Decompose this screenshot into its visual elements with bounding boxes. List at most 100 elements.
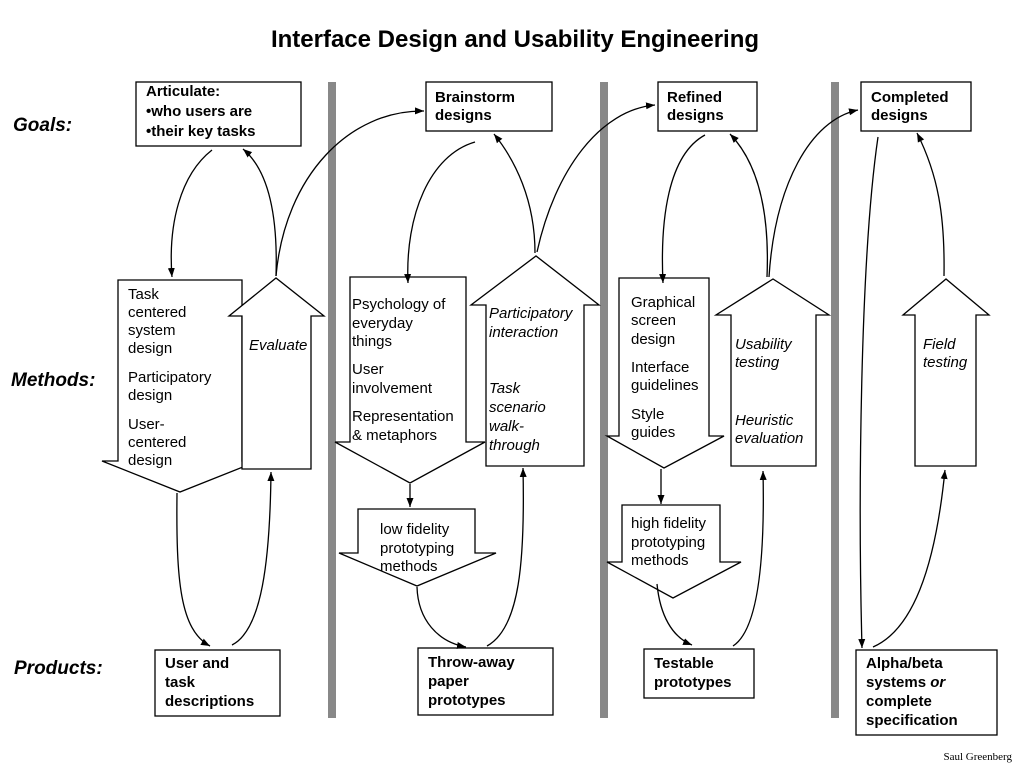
method-item-text: Participatory (128, 369, 212, 386)
method-item-text: design (128, 452, 172, 469)
product-testable-box: Testable prototypes (643, 648, 755, 699)
product-alpha-beta-line: systems (866, 674, 930, 691)
method-item-text: screen (631, 312, 676, 329)
goal-brainstorm-line: Brainstorm (435, 89, 515, 106)
method-item-text: Task (128, 286, 159, 303)
method-item-text: design (128, 387, 172, 404)
method-item-text: things (352, 333, 392, 350)
methods-row-label: Methods: (11, 370, 95, 391)
method-col4-up-arrow: Field testing (901, 278, 991, 467)
method-item-text: high fidelity (631, 515, 707, 532)
method-item-text: through (489, 437, 540, 454)
flow-arrow (167, 149, 213, 278)
product-user-task-line: descriptions (165, 693, 254, 710)
product-alpha-beta-line: systems or (866, 674, 946, 691)
method-col3-hifi-arrow: high fidelity prototyping methods (606, 504, 742, 599)
product-alpha-beta-line: or (930, 674, 946, 691)
flow-arrow (536, 102, 656, 253)
method-item-text: Participatory (489, 305, 574, 322)
method-item-text: involvement (352, 380, 433, 397)
method-item-text: everyday (352, 315, 413, 332)
goal-completed-box: Completed designs (860, 81, 972, 132)
method-col1-up-arrow: Evaluate (227, 277, 326, 470)
flow-arrow (729, 133, 769, 278)
goal-refined-line: designs (667, 107, 724, 124)
method-item-text: methods (380, 558, 438, 575)
flow-arrow (231, 471, 275, 646)
method-item-text: testing (923, 354, 968, 371)
method-item-text: Field (923, 336, 956, 353)
goal-brainstorm-line: designs (435, 107, 492, 124)
product-testable-line: Testable (654, 655, 714, 672)
product-user-task-box: User and task descriptions (154, 649, 281, 717)
method-item-text: Task (489, 380, 522, 397)
method-item-text: system (128, 322, 176, 339)
diagram-title: Interface Design and Usability Engineeri… (271, 26, 759, 53)
flow-arrow (486, 467, 527, 647)
product-throwaway-line: Throw-away (428, 654, 515, 671)
method-col3-up-arrow: Usability testing Heuristic evaluation (713, 278, 832, 467)
flow-arrow (242, 148, 277, 277)
flow-arrow (493, 133, 536, 254)
method-item-text: Heuristic (735, 412, 794, 429)
method-col2-lowfi-arrow: low fidelity prototyping methods (338, 508, 497, 587)
method-item-text: & metaphors (352, 427, 437, 444)
method-item-text: prototyping (631, 534, 705, 551)
goal-completed-line: designs (871, 107, 928, 124)
flow-arrow (659, 134, 706, 284)
product-user-task-line: User and (165, 655, 229, 672)
product-testable-line: prototypes (654, 674, 732, 691)
goals-row-label: Goals: (13, 115, 72, 136)
goal-articulate-line: •their key tasks (146, 123, 255, 140)
goal-articulate-box: Articulate: •who users are •their key ta… (135, 81, 302, 147)
flow-arrow (404, 141, 476, 284)
product-user-task-line: task (165, 674, 196, 691)
method-item-text: Interface (631, 359, 689, 376)
author-credit: Saul Greenberg (943, 751, 1012, 763)
method-item-text: Evaluate (249, 337, 307, 354)
goal-articulate-line: •who users are (146, 103, 252, 120)
goal-refined-box: Refined designs (657, 81, 758, 132)
product-throwaway-line: paper (428, 673, 469, 690)
method-item-text: Representation (352, 408, 454, 425)
method-col3-down-arrow: Graphical screen design Interface guidel… (604, 277, 725, 469)
method-col1-down-arrow: Task centered system design Participator… (101, 279, 259, 493)
flow-arrow (872, 469, 948, 648)
method-item-text: centered (128, 304, 186, 321)
column-divider-3 (831, 82, 839, 718)
flow-arrow (176, 492, 211, 647)
flow-arrow (768, 108, 859, 278)
flow-arrow (916, 132, 945, 277)
method-item-text: methods (631, 552, 689, 569)
flow-arrow (656, 583, 693, 646)
method-item-text: centered (128, 434, 186, 451)
method-item-text: Psychology of (352, 296, 446, 313)
method-item-text: User (352, 361, 384, 378)
product-alpha-beta-line: Alpha/beta (866, 655, 943, 672)
method-item-text: guides (631, 424, 675, 441)
flow-arrow (858, 136, 879, 649)
method-item-text: prototyping (380, 540, 454, 557)
goal-brainstorm-box: Brainstorm designs (425, 81, 553, 132)
method-col2-down-arrow: Psychology of everyday things User invol… (334, 276, 486, 484)
method-item-text: testing (735, 354, 780, 371)
method-item-text: interaction (489, 324, 558, 341)
method-item-text: scenario (489, 399, 546, 416)
method-item-text: walk- (489, 418, 524, 435)
goal-articulate-line: Articulate: (146, 83, 220, 100)
product-alpha-beta-line: complete (866, 693, 932, 710)
method-item-text: design (128, 340, 172, 357)
method-item-text: Graphical (631, 294, 695, 311)
goal-completed-line: Completed (871, 89, 949, 106)
method-item-text: low fidelity (380, 521, 450, 538)
product-throwaway-box: Throw-away paper prototypes (417, 647, 554, 716)
product-throwaway-line: prototypes (428, 692, 506, 709)
method-col2-up-arrow: Participatory interaction Task scenario … (469, 255, 601, 467)
flow-arrow (275, 107, 425, 277)
column-divider-2 (600, 82, 608, 718)
flow-arrow (732, 470, 767, 647)
method-item-text: Usability (735, 336, 793, 353)
method-item-text: evaluation (735, 430, 803, 447)
flow-arrow (416, 586, 467, 649)
